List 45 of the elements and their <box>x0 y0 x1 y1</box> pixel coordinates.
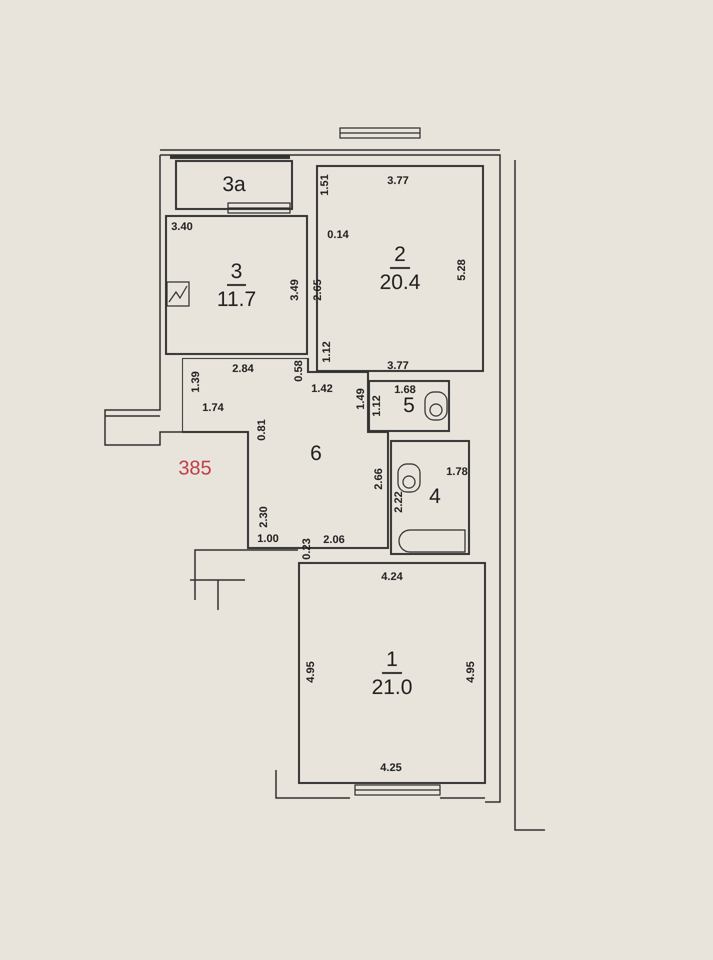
dimension-label: 4.24 <box>381 571 403 583</box>
dimension-label: 1.49 <box>355 388 367 410</box>
room-number: 3 <box>226 260 246 286</box>
dimension-label: 1.39 <box>190 371 202 393</box>
dimension-label: 1.42 <box>311 383 333 395</box>
dimension-label: 0.14 <box>327 229 349 241</box>
balcony <box>175 160 293 210</box>
room <box>165 215 308 355</box>
room-number: 6 <box>309 442 323 466</box>
dimension-label: 3.40 <box>171 221 193 233</box>
room-number: 5 <box>402 394 416 418</box>
dimension-label: 1.74 <box>202 402 224 414</box>
dimension-label: 1.12 <box>321 341 333 363</box>
room-area: 20.4 <box>380 269 420 293</box>
room-area: 11.7 <box>216 286 256 310</box>
room-number: 3а <box>221 174 247 196</box>
dimension-label: 0.23 <box>301 538 313 560</box>
apartment-number: 385 <box>178 458 212 480</box>
room-area: 21.0 <box>372 674 412 698</box>
room-number: 2 <box>390 244 410 269</box>
dimension-label: 1.12 <box>371 395 383 417</box>
dimension-label: 0.58 <box>293 360 305 382</box>
dimension-label: 2.84 <box>232 363 254 375</box>
dimension-label: 2.30 <box>258 506 270 528</box>
dimension-label: 4.25 <box>380 762 402 774</box>
room <box>390 440 470 555</box>
dimension-label: 0.81 <box>256 419 268 441</box>
dimension-label: 2.06 <box>323 534 345 546</box>
dimension-label: 3.77 <box>387 175 409 187</box>
room-number: 4 <box>428 486 442 509</box>
dimension-label: 1.00 <box>257 533 279 545</box>
dimension-label: 1.68 <box>394 384 416 396</box>
room-number: 1 <box>382 648 402 674</box>
room <box>298 562 486 784</box>
dimension-label: 5.28 <box>456 259 468 281</box>
dimension-label: 2.66 <box>373 468 385 490</box>
dimension-label: 4.95 <box>305 661 317 683</box>
dimension-label: 2.65 <box>312 279 324 301</box>
dimension-label: 3.77 <box>387 360 409 372</box>
dimension-label: 1.78 <box>446 466 468 478</box>
room <box>368 380 450 432</box>
dimension-label: 2.22 <box>393 491 405 513</box>
dimension-label: 1.51 <box>319 174 331 196</box>
dimension-label: 4.95 <box>465 661 477 683</box>
dimension-label: 3.49 <box>289 279 301 301</box>
